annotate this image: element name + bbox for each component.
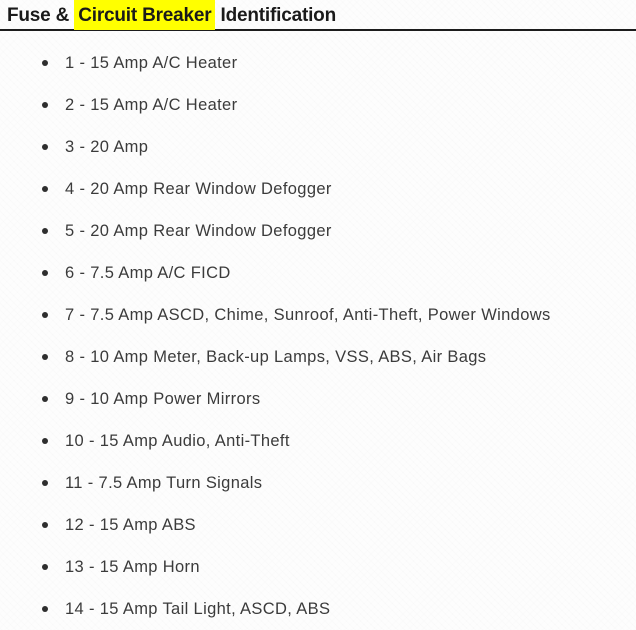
list-item-text: 4 - 20 Amp Rear Window Defogger	[65, 179, 332, 198]
list-item-text: 14 - 15 Amp Tail Light, ASCD, ABS	[65, 599, 331, 618]
bullet-icon	[42, 270, 48, 276]
list-item: 5 - 20 Amp Rear Window Defogger	[0, 210, 636, 252]
list-item-text: 1 - 15 Amp A/C Heater	[65, 53, 238, 72]
bullet-icon	[42, 144, 48, 150]
list-item-text: 8 - 10 Amp Meter, Back-up Lamps, VSS, AB…	[65, 347, 487, 366]
list-item: 1 - 15 Amp A/C Heater	[0, 42, 636, 84]
bullet-icon	[42, 186, 48, 192]
list-item-text: 13 - 15 Amp Horn	[65, 557, 200, 576]
list-item: 6 - 7.5 Amp A/C FICD	[0, 252, 636, 294]
list-item: 9 - 10 Amp Power Mirrors	[0, 378, 636, 420]
bullet-icon	[42, 480, 48, 486]
list-item-text: 5 - 20 Amp Rear Window Defogger	[65, 221, 332, 240]
bullet-icon	[42, 438, 48, 444]
bullet-icon	[42, 60, 48, 66]
page-title: Fuse & Circuit Breaker Identification	[7, 0, 636, 30]
fuse-list: 1 - 15 Amp A/C Heater 2 - 15 Amp A/C Hea…	[0, 42, 636, 630]
title-prefix: Fuse &	[7, 5, 75, 26]
list-item: 10 - 15 Amp Audio, Anti-Theft	[0, 420, 636, 462]
list-item: 2 - 15 Amp A/C Heater	[0, 84, 636, 126]
list-item-text: 9 - 10 Amp Power Mirrors	[65, 389, 261, 408]
bullet-icon	[42, 228, 48, 234]
list-item-text: 2 - 15 Amp A/C Heater	[65, 95, 238, 114]
list-item-text: 6 - 7.5 Amp A/C FICD	[65, 263, 231, 282]
list-item: 8 - 10 Amp Meter, Back-up Lamps, VSS, AB…	[0, 336, 636, 378]
list-item-text: 3 - 20 Amp	[65, 137, 149, 156]
list-item: 3 - 20 Amp	[0, 126, 636, 168]
list-item-text: 7 - 7.5 Amp ASCD, Chime, Sunroof, Anti-T…	[65, 305, 551, 324]
bullet-icon	[42, 102, 48, 108]
list-item: 12 - 15 Amp ABS	[0, 504, 636, 546]
list-item-text: 10 - 15 Amp Audio, Anti-Theft	[65, 431, 290, 450]
list-item-text: 12 - 15 Amp ABS	[65, 515, 196, 534]
bullet-icon	[42, 396, 48, 402]
title-highlight: Circuit Breaker	[74, 0, 216, 30]
list-item: 13 - 15 Amp Horn	[0, 546, 636, 588]
bullet-icon	[42, 606, 48, 612]
list-item: 11 - 7.5 Amp Turn Signals	[0, 462, 636, 504]
list-item-text: 11 - 7.5 Amp Turn Signals	[65, 473, 263, 492]
list-item: 4 - 20 Amp Rear Window Defogger	[0, 168, 636, 210]
bullet-icon	[42, 312, 48, 318]
page-header: Fuse & Circuit Breaker Identification	[0, 0, 636, 30]
list-item: 7 - 7.5 Amp ASCD, Chime, Sunroof, Anti-T…	[0, 294, 636, 336]
list-item: 14 - 15 Amp Tail Light, ASCD, ABS	[0, 588, 636, 630]
bullet-icon	[42, 354, 48, 360]
bullet-icon	[42, 564, 48, 570]
title-suffix: Identification	[215, 5, 337, 26]
header-divider	[0, 29, 636, 31]
bullet-icon	[42, 522, 48, 528]
